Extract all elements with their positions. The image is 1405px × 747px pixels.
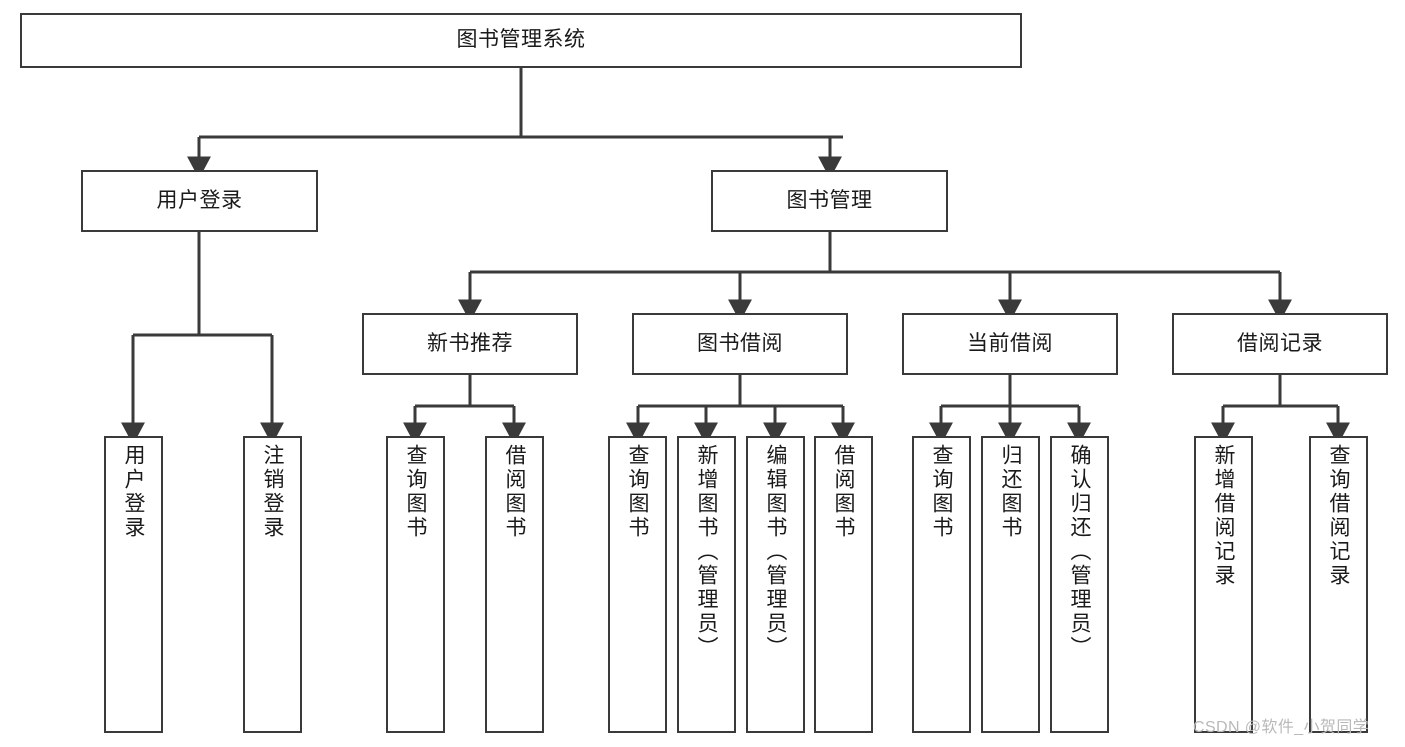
leaf-borrow-record-query[interactable]: 查询借阅记录 (1309, 436, 1368, 733)
node-label: 图书管理 (786, 188, 873, 212)
node-label: 确认归还（管理员） (1068, 444, 1091, 660)
node-label: 用户登录 (122, 444, 145, 540)
node-label: 注销登录 (261, 444, 284, 540)
node-root-system[interactable]: 图书管理系统 (20, 13, 1022, 68)
node-user-login[interactable]: 用户登录 (81, 170, 318, 232)
node-label: 新增借阅记录 (1212, 444, 1235, 588)
node-label: 查询图书 (930, 444, 953, 540)
node-label: 借阅图书 (503, 444, 526, 540)
node-label: 归还图书 (999, 444, 1022, 540)
leaf-book-borrow-query[interactable]: 查询图书 (608, 436, 667, 733)
leaf-new-book-query[interactable]: 查询图书 (386, 436, 445, 733)
leaf-new-book-borrow[interactable]: 借阅图书 (485, 436, 544, 733)
node-label: 借阅图书 (832, 444, 855, 540)
node-label: 当前借阅 (967, 331, 1053, 355)
node-label: 查询图书 (404, 444, 427, 540)
node-book-borrow[interactable]: 图书借阅 (632, 313, 848, 375)
leaf-book-borrow-borrow[interactable]: 借阅图书 (814, 436, 873, 733)
leaf-current-borrow-confirm-return[interactable]: 确认归还（管理员） (1050, 436, 1109, 733)
leaf-book-borrow-edit[interactable]: 编辑图书（管理员） (746, 436, 805, 733)
node-label: 新书推荐 (427, 331, 513, 355)
node-current-borrow[interactable]: 当前借阅 (902, 313, 1118, 375)
node-book-management[interactable]: 图书管理 (711, 170, 948, 232)
node-label: 借阅记录 (1237, 331, 1323, 355)
node-label: 新增图书（管理员） (695, 444, 718, 660)
leaf-borrow-record-add[interactable]: 新增借阅记录 (1194, 436, 1253, 733)
node-new-book-recommend[interactable]: 新书推荐 (362, 313, 578, 375)
leaf-user-login-logout[interactable]: 注销登录 (243, 436, 302, 733)
node-label: 图书借阅 (697, 331, 783, 355)
node-label: 图书管理系统 (456, 28, 586, 52)
node-borrow-record[interactable]: 借阅记录 (1172, 313, 1388, 375)
leaf-current-borrow-query[interactable]: 查询图书 (912, 436, 971, 733)
csdn-watermark: CSDN @软件_小贺同学 (1193, 719, 1370, 736)
node-label: 查询借阅记录 (1327, 444, 1350, 588)
node-label: 用户登录 (156, 188, 243, 212)
leaf-book-borrow-add[interactable]: 新增图书（管理员） (677, 436, 736, 733)
node-label: 编辑图书（管理员） (764, 444, 787, 660)
node-label: 查询图书 (626, 444, 649, 540)
leaf-user-login-login[interactable]: 用户登录 (104, 436, 163, 733)
leaf-current-borrow-return[interactable]: 归还图书 (981, 436, 1040, 733)
